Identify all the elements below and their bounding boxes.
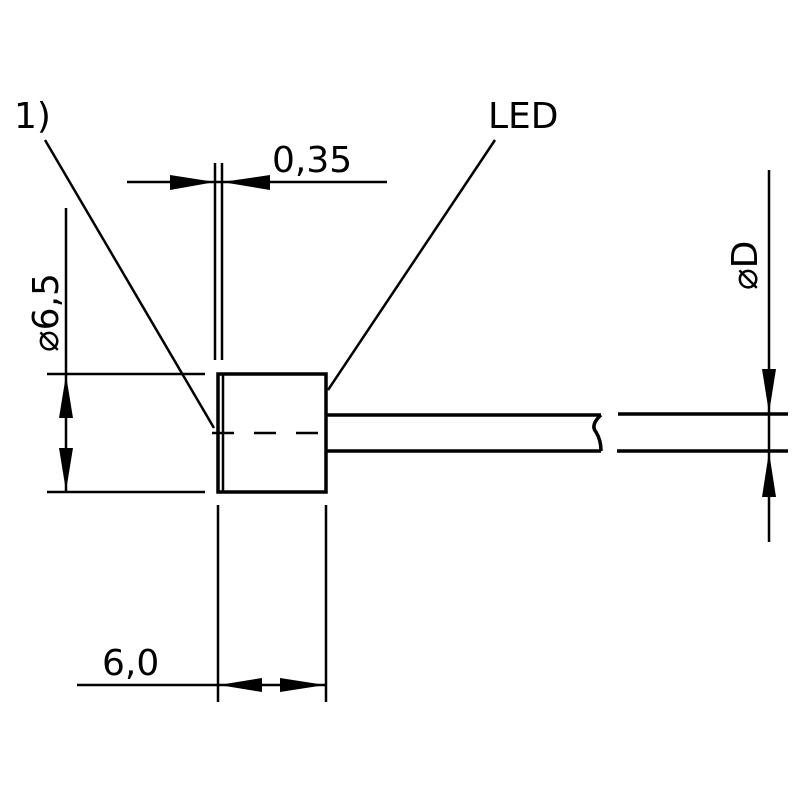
callout-1: 1): [14, 96, 51, 137]
leader-1: [43, 139, 216, 429]
dimension-body-diameter: ⌀6,5: [26, 208, 205, 494]
lens-thickness-value: 0,35: [272, 140, 352, 181]
cable-diameter-value: ⌀D: [725, 241, 766, 290]
led-label: LED: [488, 96, 559, 137]
led-housing: [212, 372, 330, 494]
body-diameter-value: ⌀6,5: [26, 273, 67, 352]
leader-led: [326, 139, 497, 391]
dimension-body-length: 6,0: [77, 505, 328, 702]
dimension-cable-diameter: ⌀D: [725, 170, 776, 542]
body-length-value: 6,0: [102, 643, 159, 684]
cable: [326, 412, 788, 453]
dimension-lens-thickness: 0,35: [127, 140, 387, 360]
